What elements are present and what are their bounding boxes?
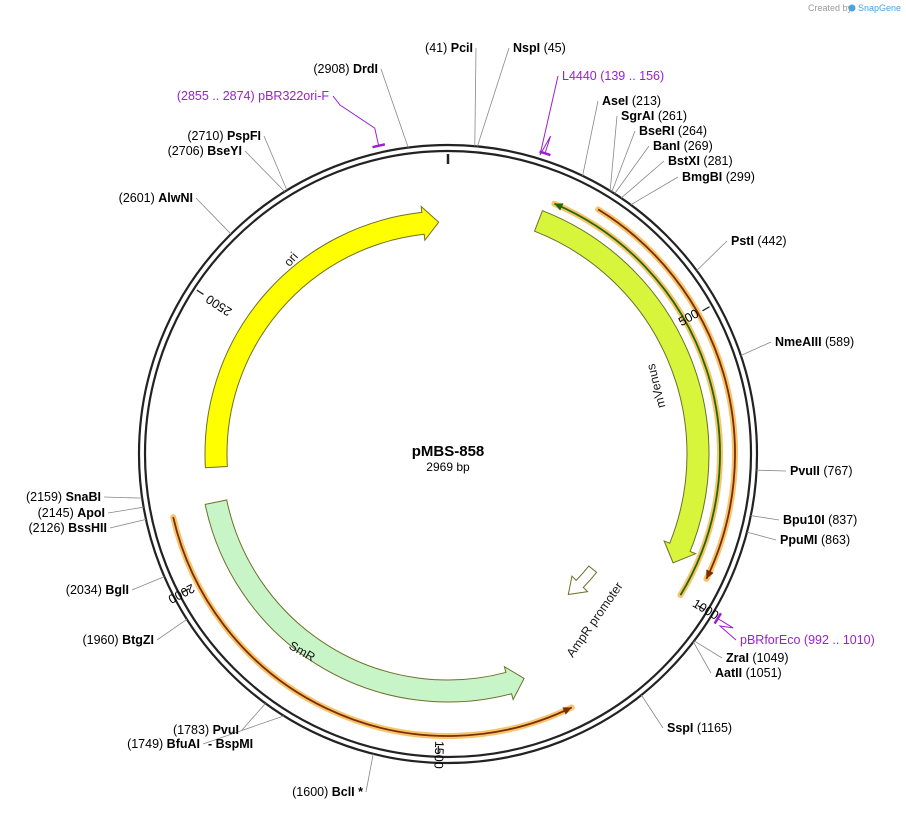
primer-leader xyxy=(332,95,380,146)
tick-mark xyxy=(196,289,204,295)
enzyme-label-bfuai: (1749) BfuAI xyxy=(127,737,200,751)
enzyme-leader xyxy=(241,703,266,731)
enzyme-leader xyxy=(380,68,409,148)
plasmid-name: pMBS-858 xyxy=(412,443,485,460)
feature-mvenus xyxy=(533,210,710,564)
enzyme-label-bspmi: - BspMI xyxy=(208,737,253,751)
enzyme-leader xyxy=(103,496,143,499)
enzyme-label-bpu10i: Bpu10I (837) xyxy=(783,513,857,527)
enzyme-leader xyxy=(131,576,165,591)
feature-label: ori xyxy=(281,250,301,270)
primer-bar xyxy=(539,150,551,157)
enzyme-leader xyxy=(693,641,712,674)
orf-line xyxy=(554,202,721,596)
tick-label: 2000 xyxy=(166,581,197,606)
enzyme-label-btgzi: (1960) BtgZI xyxy=(82,633,154,647)
enzyme-label-nspi: NspI (45) xyxy=(513,41,566,55)
enzyme-leader xyxy=(756,469,787,472)
tick-mark xyxy=(697,604,705,611)
enzyme-label-drdi: (2908) DrdI xyxy=(313,62,378,76)
enzyme-label-bgli: (2034) BglI xyxy=(66,583,129,597)
enzyme-label-bcli: (1600) BclI * xyxy=(292,785,363,799)
plasmid-size: 2969 bp xyxy=(426,460,470,474)
tick-mark xyxy=(702,306,710,312)
enzyme-label-apoi: (2145) ApoI xyxy=(38,506,105,520)
primer-leader xyxy=(539,75,559,156)
primer-label-pbrforeco: pBRforEco (992 .. 1010) xyxy=(740,633,875,647)
tick-label: 2500 xyxy=(203,292,234,319)
orf-arrowhead xyxy=(562,707,572,715)
enzyme-label-snabi: (2159) SnaBI xyxy=(26,490,101,504)
orf-line xyxy=(597,208,736,580)
enzyme-label-bmgbi: BmgBI (299) xyxy=(682,170,755,184)
orf-line xyxy=(172,516,573,737)
enzyme-leader xyxy=(693,640,723,659)
enzyme-leader xyxy=(750,515,780,521)
orf-arrowhead xyxy=(554,203,564,211)
enzyme-leader xyxy=(365,753,374,793)
credit-created-by: Created by xyxy=(808,3,853,13)
enzyme-leader xyxy=(156,618,188,641)
enzyme-label-aatii: AatII (1051) xyxy=(715,666,782,680)
enzyme-label-ppumi: PpuMI (863) xyxy=(780,533,850,547)
enzyme-label-pspfi: (2710) PspFI xyxy=(187,129,261,143)
enzyme-label-pvuii: PvuII (767) xyxy=(790,464,853,478)
feature-ampr-promoter xyxy=(567,565,598,596)
enzyme-label-nmeaiii: NmeAIII (589) xyxy=(775,335,854,349)
enzyme-leader xyxy=(107,506,144,514)
enzyme-leader xyxy=(474,47,477,147)
enzyme-label-bani: BanI (269) xyxy=(653,139,713,153)
backbone-inner-strand xyxy=(143,149,753,759)
enzyme-label-alwni: (2601) AlwNI xyxy=(119,191,193,205)
enzyme-label-sgrai: SgrAI (261) xyxy=(621,109,687,123)
primer-bar xyxy=(372,143,386,149)
backbone-outer-strand xyxy=(137,143,759,765)
enzyme-leader xyxy=(244,150,286,192)
enzyme-leader xyxy=(630,176,679,206)
enzyme-leader xyxy=(477,47,510,147)
feature-ori xyxy=(204,205,440,469)
enzyme-leader xyxy=(609,115,618,191)
primer-label-pbr322orif: (2855 .. 2874) pBR322ori-F xyxy=(177,89,330,103)
enzyme-leader xyxy=(582,100,599,176)
enzyme-leader xyxy=(611,130,636,193)
primers-layer: L4440 (139 .. 156) pBRforEco (992 .. 1010… xyxy=(177,69,875,647)
enzyme-leader xyxy=(195,197,232,235)
enzyme-leader xyxy=(620,160,665,199)
enzyme-leader xyxy=(740,341,772,356)
feature-label: mVenus xyxy=(644,362,669,409)
tick-mark xyxy=(181,588,190,594)
primer-label-l4440: L4440 (139 .. 156) xyxy=(562,69,664,83)
enzyme-leader xyxy=(263,135,288,191)
primer-leader xyxy=(717,618,737,641)
enzyme-leader xyxy=(641,694,664,729)
enzyme-leader xyxy=(614,145,650,194)
orfs-layer xyxy=(170,200,738,739)
enzyme-label-bstxi: BstXI (281) xyxy=(668,154,733,168)
enzyme-label-sspi: SspI (1165) xyxy=(667,721,732,735)
enzyme-label-pvui: (1783) PvuI xyxy=(173,723,239,737)
snapgene-logo-icon xyxy=(848,4,856,12)
primer-bar xyxy=(713,612,722,625)
enzyme-label-asei: AseI (213) xyxy=(602,94,661,108)
enzyme-label-bseri: BseRI (264) xyxy=(639,124,707,138)
tick-label: 1500 xyxy=(431,741,446,769)
enzyme-label-pcii: (41) PciI xyxy=(425,41,473,55)
enzyme-label-bseyi: (2706) BseYI xyxy=(168,144,242,158)
enzyme-leader xyxy=(202,715,285,745)
enzyme-leader xyxy=(109,518,147,529)
feature-smr xyxy=(204,499,525,703)
enzyme-label-psti: PstI (442) xyxy=(731,234,787,248)
enzyme-leader xyxy=(746,531,777,541)
enzyme-label-zrai: ZraI (1049) xyxy=(726,651,789,665)
credit-brand: SnapGene xyxy=(858,3,901,13)
orf-arrowhead xyxy=(706,569,714,579)
enzyme-leader xyxy=(696,240,728,271)
enzyme-label-bsshii: (2126) BssHII xyxy=(28,521,107,535)
